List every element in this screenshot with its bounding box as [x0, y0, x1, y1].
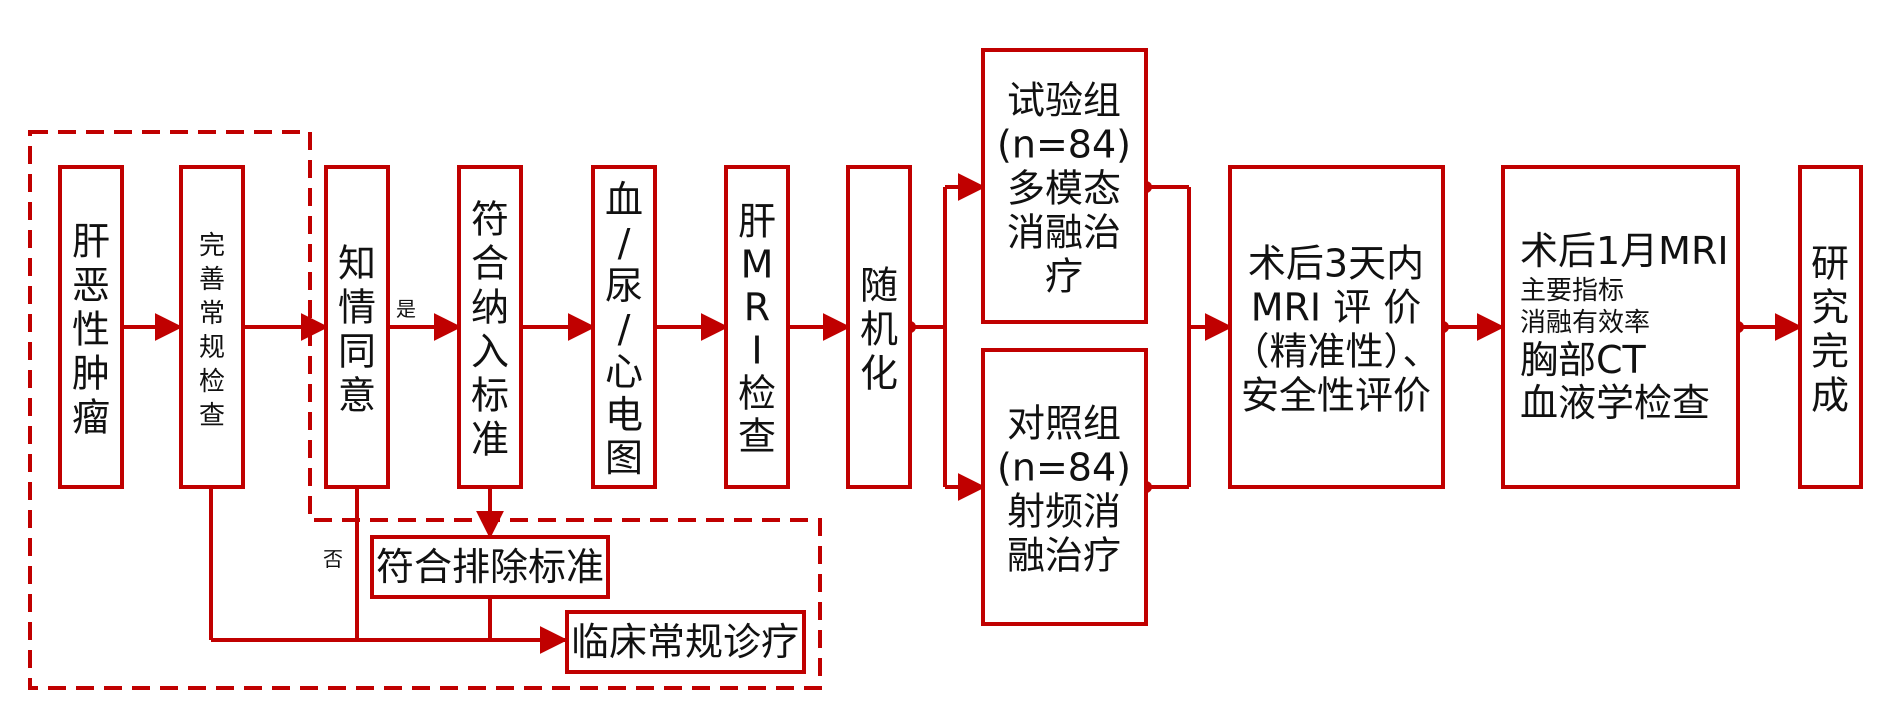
- node-liver-mri: [724, 165, 790, 489]
- postop-1month-line4: 胸部CT: [1520, 338, 1647, 382]
- node-randomize: [846, 165, 912, 489]
- node-control-group: [981, 348, 1148, 626]
- node-exclusion-label: 符合排除标准: [376, 545, 604, 589]
- node-routine-treatment-label: 临床常规诊疗: [571, 620, 799, 664]
- node-trial-group: [981, 48, 1148, 324]
- node-study-complete: [1798, 165, 1863, 489]
- node-control-group-label: 对照组(n=84)射频消融治疗: [997, 401, 1131, 577]
- node-routine-treatment: [565, 610, 806, 674]
- node-informed-consent: [324, 165, 390, 489]
- postop-1month-line3: 消融有效率: [1520, 308, 1650, 338]
- node-liver-tumor: [58, 165, 124, 489]
- node-routine-exam: [179, 165, 245, 489]
- postop-1month-line2: 主要指标: [1520, 276, 1624, 306]
- node-inclusion: [457, 165, 523, 489]
- node-informed-consent-label: 知情同意: [338, 241, 376, 417]
- postop-1month-line1: 术后1月MRI: [1520, 229, 1729, 273]
- screening-region-border: [28, 130, 822, 690]
- node-inclusion-label: 符合纳入标准: [471, 197, 509, 461]
- edge-label-yes: 是: [396, 297, 416, 321]
- postop-1month-line5: 血液学检查: [1520, 381, 1710, 425]
- node-blood-urine-ecg-label: 血/尿/心电图: [605, 178, 643, 480]
- node-routine-exam-label: 完善常规检查: [199, 231, 225, 431]
- node-liver-tumor-label: 肝恶性肿瘤: [72, 219, 110, 439]
- node-exclusion: [370, 535, 610, 599]
- node-postop-3day: [1228, 165, 1445, 489]
- node-postop-1month: [1501, 165, 1740, 489]
- edge-label-no: 否: [323, 547, 343, 571]
- node-trial-group-label: 试验组(n=84)多模态消融治疗: [997, 78, 1131, 298]
- node-blood-urine-ecg: [591, 165, 657, 489]
- connectors: [122, 173, 1803, 654]
- node-study-complete-label: 研究完成: [1811, 241, 1849, 417]
- node-randomize-label: 随机化: [860, 263, 898, 395]
